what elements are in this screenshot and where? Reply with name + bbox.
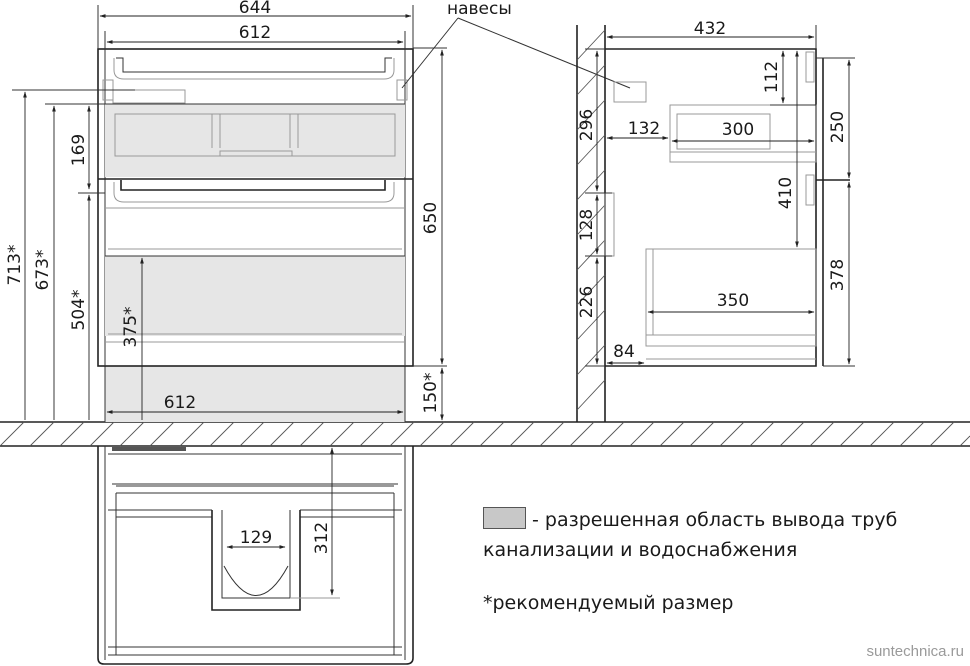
legend-area-text: - разрешенная область вывода труб	[532, 509, 898, 531]
dim-depth: 432	[694, 19, 726, 39]
top-view: 129 312	[97, 446, 414, 665]
watermark: suntechnica.ru	[866, 643, 964, 660]
floor-hatch	[0, 421, 970, 447]
dim-350: 350	[717, 291, 749, 311]
dim-width-inner-top: 612	[239, 23, 271, 43]
dim-410: 410	[776, 177, 796, 209]
dim-673: 673*	[33, 250, 53, 291]
dim-84: 84	[613, 342, 635, 362]
dim-713: 713*	[5, 245, 25, 286]
legend-area-text-line2: канализации и водоснабжения	[483, 539, 798, 561]
recommended-size-note: *рекомендуемый размер	[483, 592, 734, 614]
legend-swatch	[483, 507, 526, 529]
dim-226: 226	[577, 286, 597, 318]
dim-plinth-height: 150*	[421, 373, 441, 414]
hinges-callout: навесы	[401, 0, 631, 89]
dim-132: 132	[628, 119, 660, 139]
dim-height-total: 650	[421, 202, 441, 234]
legend-row-area: - разрешенная область вывода труб	[483, 505, 897, 535]
dim-cutout-depth: 312	[312, 522, 332, 554]
dim-504: 504*	[69, 290, 89, 331]
dim-300: 300	[722, 120, 754, 140]
dim-378: 378	[828, 259, 848, 291]
dim-128: 128	[577, 209, 597, 241]
hinges-label: навесы	[447, 0, 512, 19]
dim-250: 250	[828, 111, 848, 143]
legend: - разрешенная область вывода труб канали…	[483, 505, 897, 565]
front-view: 644 612 612 650 150* 713* 673* 169 504* …	[5, 0, 447, 422]
dim-drawer-top-height: 169	[69, 134, 89, 166]
dim-112: 112	[762, 61, 782, 93]
dim-375: 375*	[121, 307, 141, 348]
dim-width-outer: 644	[239, 0, 271, 18]
dim-width-inner-bottom: 612	[164, 393, 196, 413]
side-view: 432 296 128 226 132 300 112 410 250 378 …	[576, 19, 855, 422]
dim-296: 296	[577, 109, 597, 141]
dim-cutout-width: 129	[240, 528, 272, 548]
